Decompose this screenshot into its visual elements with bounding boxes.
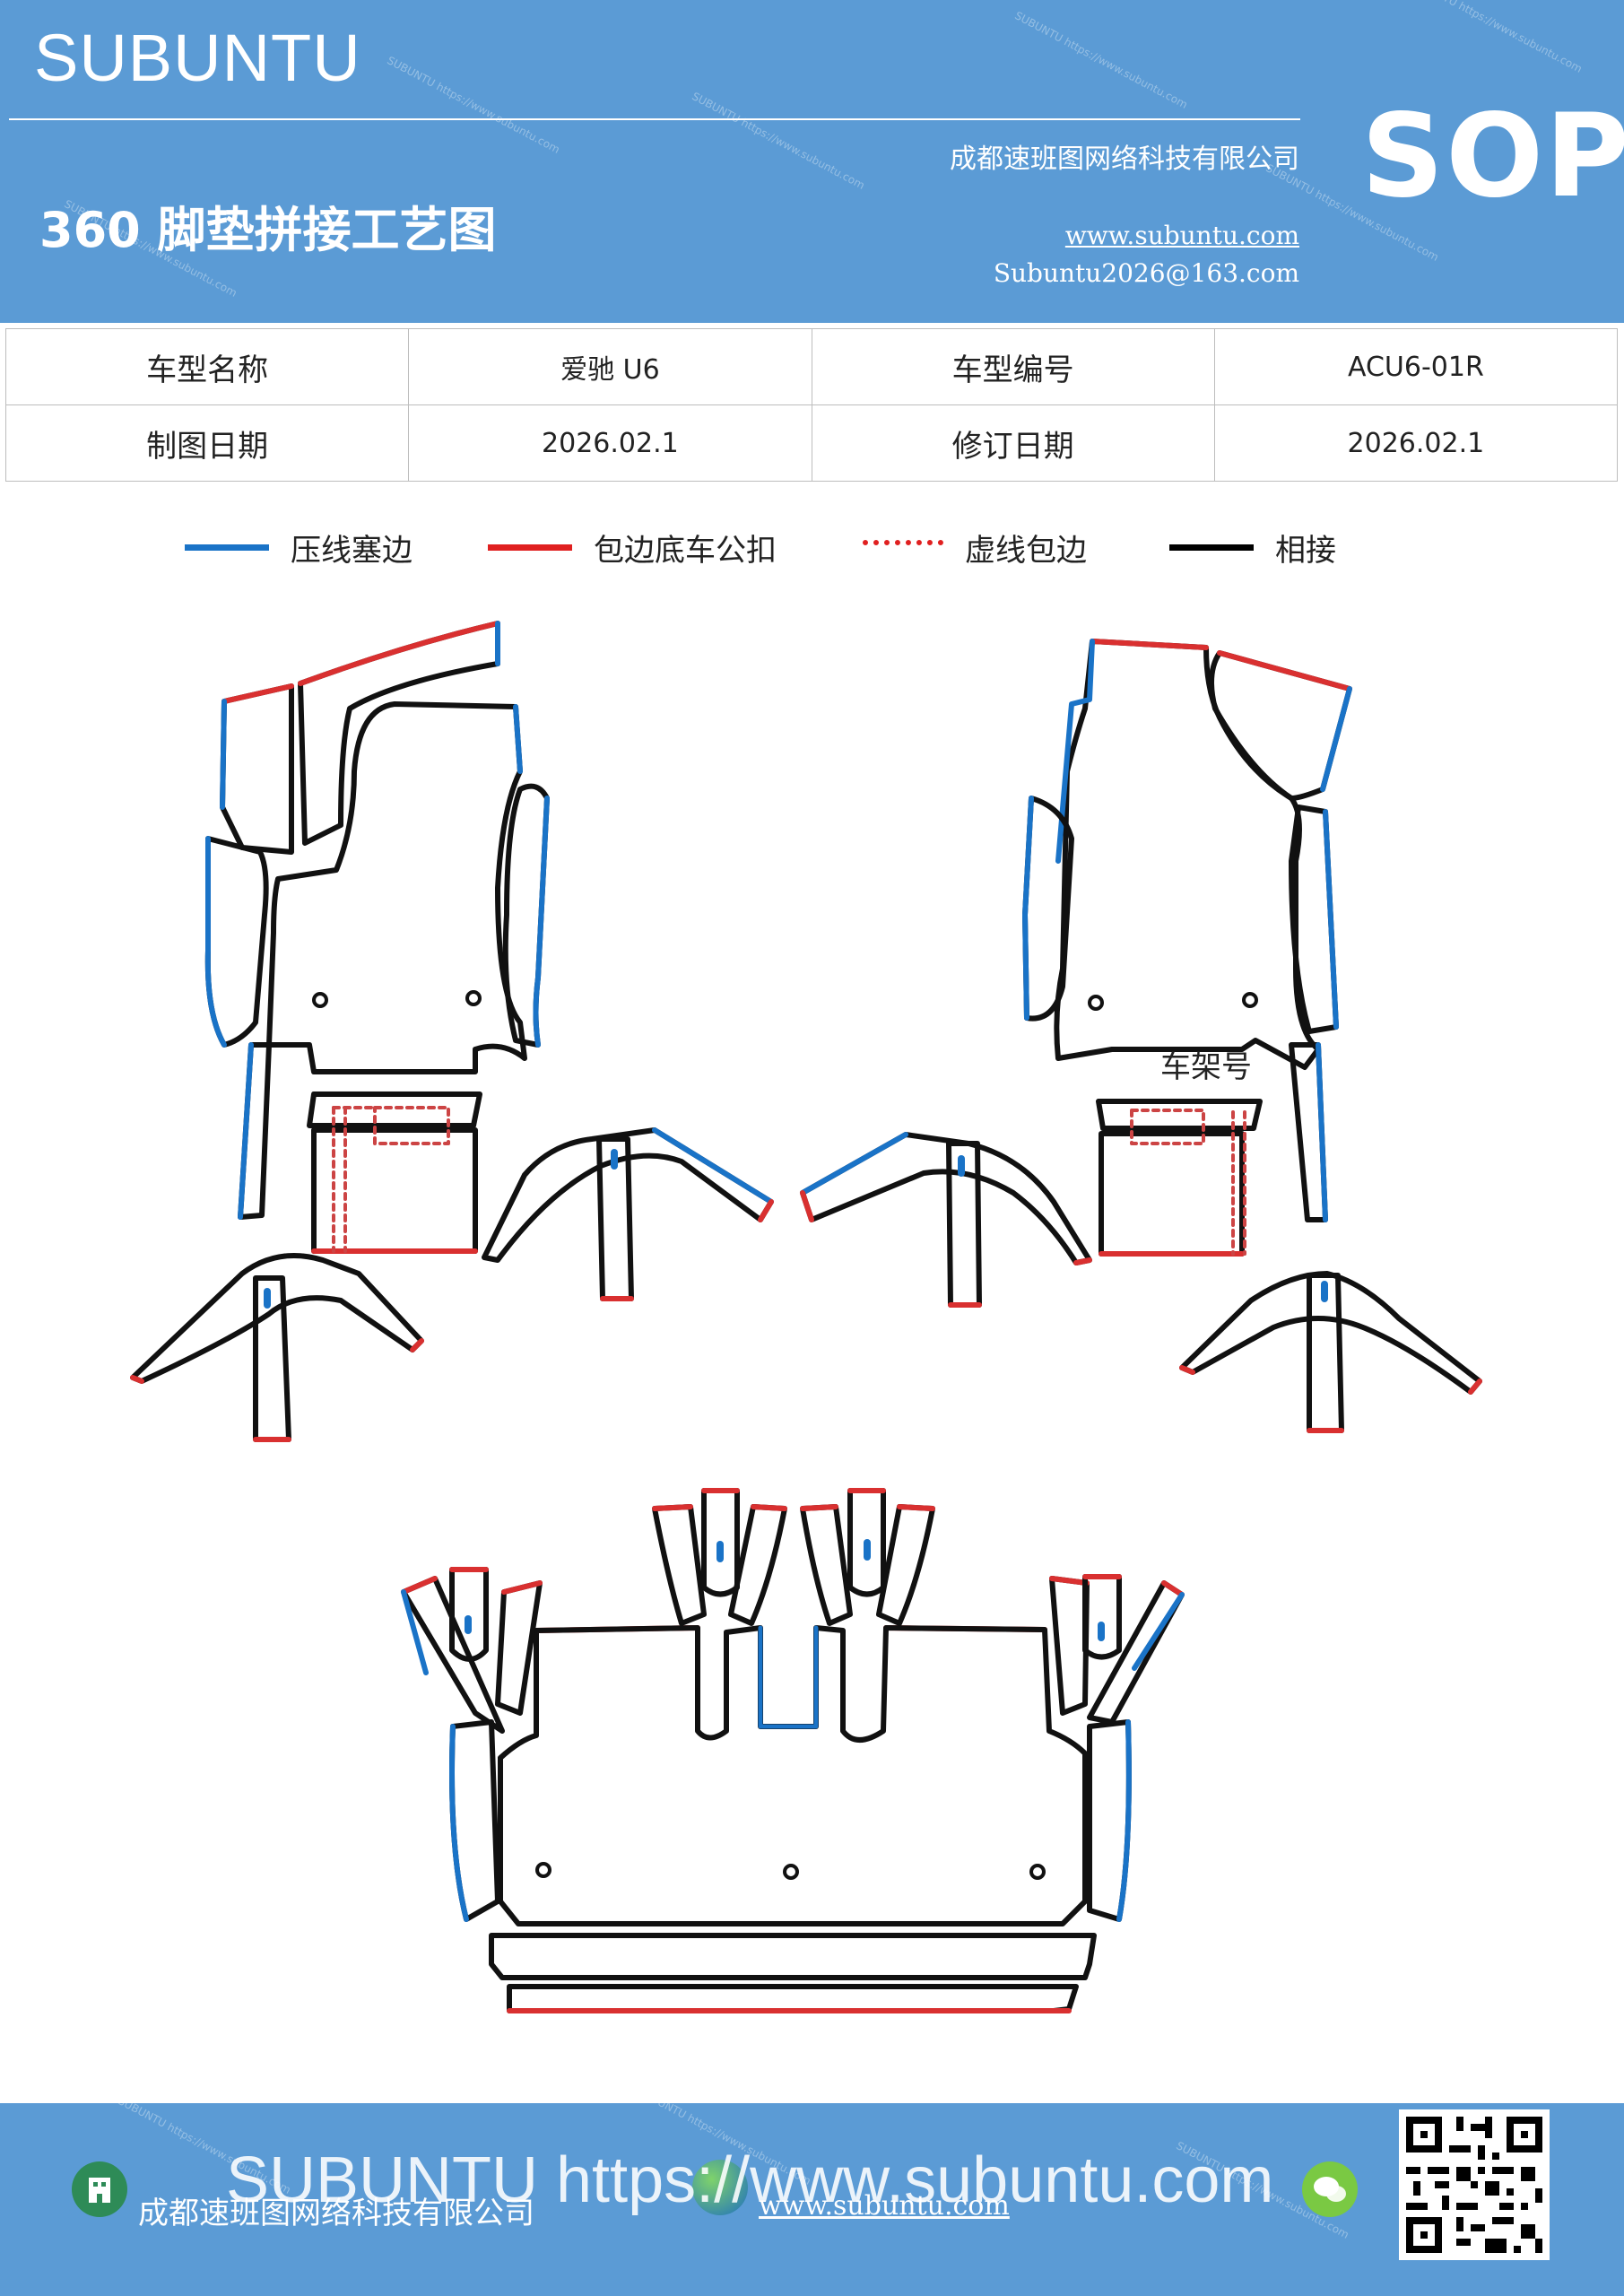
header-divider bbox=[9, 118, 1300, 120]
watermark: SUBUNTU https://www.subuntu.com bbox=[385, 54, 562, 156]
legend-label: 相接 bbox=[1275, 532, 1336, 569]
watermark: SUBUNTU https://www.subuntu.com bbox=[1012, 9, 1190, 111]
legend-label: 压线塞边 bbox=[291, 532, 413, 569]
website-link[interactable]: www.subuntu.com bbox=[1064, 221, 1299, 250]
table-row: 车型名称 爱驰 U6 车型编号 ACU6-01R bbox=[4, 328, 1619, 405]
legend-label: 虚线包边 bbox=[965, 532, 1087, 569]
footer-website-link[interactable]: www.subuntu.com bbox=[759, 2190, 1010, 2222]
draw-date-value: 2026.02.1 bbox=[408, 404, 812, 482]
table-row: 制图日期 2026.02.1 修订日期 2026.02.1 bbox=[4, 404, 1619, 482]
model-name-value: 爱驰 U6 bbox=[408, 328, 812, 405]
watermark: SUBUNTU https://www.subuntu.com bbox=[1407, 0, 1585, 75]
frame-number-label: 车架号 bbox=[1160, 1049, 1252, 1085]
page-title: 360 脚垫拼接工艺图 bbox=[39, 202, 497, 258]
blue-line-swatch bbox=[185, 544, 269, 551]
qr-code bbox=[1399, 2109, 1550, 2260]
rear-mat bbox=[401, 1488, 1185, 2013]
revise-date-label: 修订日期 bbox=[811, 404, 1215, 482]
legend-red-edge: 包边底车公扣 bbox=[488, 525, 777, 570]
brand-logo-text: SUBUNTU bbox=[34, 21, 361, 95]
sop-badge: SOP bbox=[1361, 90, 1624, 223]
globe-icon bbox=[692, 2160, 748, 2215]
red-line-swatch bbox=[488, 544, 572, 551]
model-name-label: 车型名称 bbox=[4, 328, 410, 405]
dotted-line-swatch bbox=[863, 540, 943, 545]
footer-url-overlay: SUBUNTU https://www.subuntu.com bbox=[226, 2144, 1274, 2216]
wechat-icon bbox=[1302, 2161, 1358, 2217]
building-icon bbox=[72, 2161, 127, 2217]
black-line-swatch bbox=[1169, 544, 1254, 551]
company-name: 成都速班图网络科技有限公司 bbox=[950, 144, 1299, 175]
email-address[interactable]: Subuntu2026@163.com bbox=[993, 258, 1299, 288]
legend-press-line: 压线塞边 bbox=[185, 525, 413, 570]
header-banner: SUBUNTU https://www.subuntu.com SUBUNTU … bbox=[0, 0, 1624, 323]
draw-date-label: 制图日期 bbox=[4, 404, 410, 482]
watermark: SUBUNTU https://www.subuntu.com bbox=[690, 90, 867, 192]
legend-joint: 相接 bbox=[1169, 525, 1336, 570]
right-front-mat bbox=[800, 639, 1482, 1433]
legend-label: 包边底车公扣 bbox=[594, 532, 777, 569]
legend-dotted-edge: 虚线包边 bbox=[863, 525, 1087, 570]
floor-mat-diagram bbox=[130, 621, 1482, 2013]
revise-date-value: 2026.02.1 bbox=[1213, 404, 1619, 482]
left-front-mat bbox=[130, 621, 774, 1442]
footer-company-name: 成都速班图网络科技有限公司 bbox=[138, 2196, 534, 2231]
model-code-value: ACU6-01R bbox=[1213, 328, 1619, 405]
model-code-label: 车型编号 bbox=[811, 328, 1215, 405]
info-table: 车型名称 爱驰 U6 车型编号 ACU6-01R 制图日期 2026.02.1 … bbox=[4, 328, 1619, 482]
